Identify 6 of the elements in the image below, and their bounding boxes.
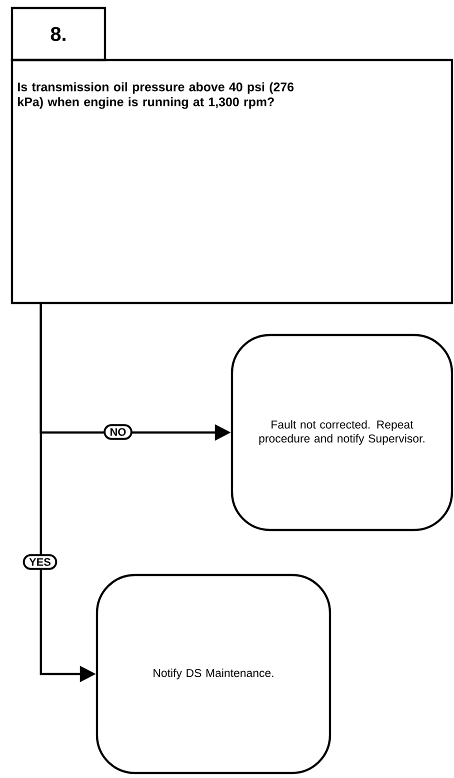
terminal-box: Notify DS Maintenance. — [96, 574, 332, 774]
terminal-box: Fault not corrected. Repeat procedure and notify Supervisor. — [230, 334, 454, 532]
edge-label: NO — [104, 424, 132, 440]
step-number-tab: 8. — [10, 6, 106, 62]
decision-box: Is transmission oil pressure above 40 psi (276 kPa) when engine is running at 1,300 rpm? — [10, 58, 454, 304]
edge-label: YES — [22, 554, 58, 570]
